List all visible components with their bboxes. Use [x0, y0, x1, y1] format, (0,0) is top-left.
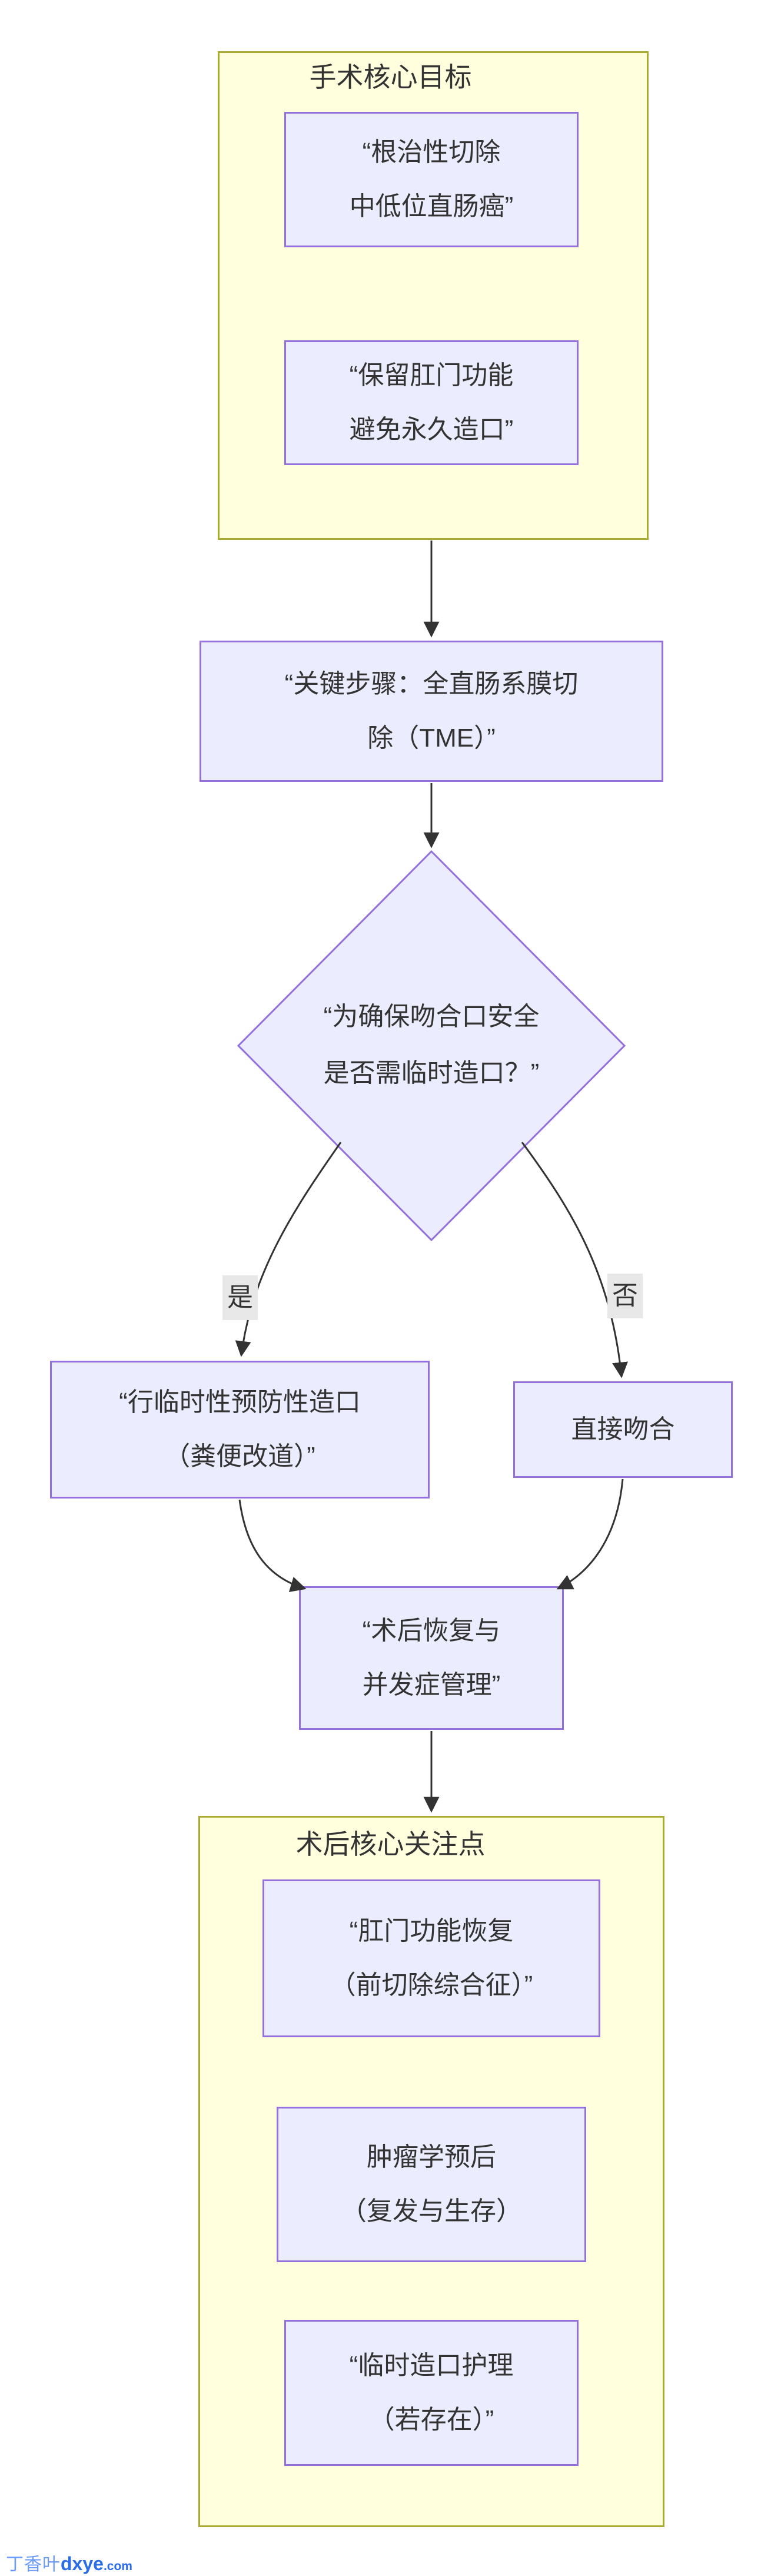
node-tme-step: “关键步骤：全直肠系膜切 除（TME）” [200, 641, 663, 782]
top-container-title: 手术核心目标 [309, 62, 472, 92]
node-oncology-prognosis: 肿瘤学预后 （复发与生存） [277, 2107, 586, 2262]
node-stoma-care-line2: （若存在）” [368, 2405, 494, 2434]
node-anal-function-recovery: “肛门功能恢复 （前切除综合征）” [262, 1879, 600, 2037]
node-tme-step-line2: 除（TME）” [367, 724, 496, 752]
edge-anastomosis-to-merge [556, 1478, 624, 1590]
watermark-tld: .com [103, 2560, 132, 2573]
edge-stoma-to-merge [238, 1499, 307, 1592]
node-anal-function-recovery-line2: （前切除综合征）” [330, 1971, 533, 2000]
node-postop-management-line1: “术后恢复与 [362, 1616, 501, 1645]
node-oncology-prognosis-line1: 肿瘤学预后 [367, 2143, 496, 2171]
edge-decision-no [521, 1142, 628, 1378]
node-anal-function-recovery-line1: “肛门功能恢复 [349, 1917, 514, 1945]
node-stoma-care: “临时造口护理 （若存在）” [284, 2320, 579, 2466]
node-preserve-anal-function-line2: 避免永久造口” [349, 415, 514, 444]
node-radical-resection-line1: “根治性切除 [362, 138, 501, 167]
edge-decision-yes [235, 1142, 342, 1357]
node-temporary-stoma-line2: （粪便改道）” [164, 1442, 315, 1471]
node-temporary-stoma: “行临时性预防性造口 （粪便改道）” [50, 1361, 430, 1498]
node-oncology-prognosis-line2: （复发与生存） [341, 2197, 522, 2226]
decision-node-line2: 是否需临时造口？” [323, 1059, 540, 1088]
node-preserve-anal-function-line1: “保留肛门功能 [349, 361, 514, 390]
node-direct-anastomosis-label: 直接吻合 [571, 1415, 675, 1444]
node-stoma-care-line1: “临时造口护理 [349, 2351, 514, 2380]
node-temporary-stoma-line1: “行临时性预防性造口 [119, 1388, 361, 1417]
decision-node-line1: “为确保吻合口安全 [323, 1002, 540, 1031]
node-radical-resection-line2: 中低位直肠癌” [349, 192, 514, 221]
watermark-site-name: dxye [61, 2553, 104, 2574]
edge-label-no: 否 [607, 1274, 643, 1318]
watermark-cjk-text: 丁香叶 [6, 2555, 61, 2574]
node-radical-resection: “根治性切除 中低位直肠癌” [284, 112, 579, 247]
node-direct-anastomosis: 直接吻合 [513, 1381, 733, 1478]
node-postop-management-line2: 并发症管理” [362, 1670, 501, 1699]
bottom-container-title: 术后核心关注点 [295, 1829, 486, 1859]
node-preserve-anal-function: “保留肛门功能 避免永久造口” [284, 340, 579, 465]
node-tme-step-line1: “关键步骤：全直肠系膜切 [284, 669, 579, 698]
decision-node-text: “为确保吻合口安全 是否需临时造口？” [284, 960, 579, 1130]
edge-label-yes: 是 [222, 1275, 258, 1320]
node-postop-management: “术后恢复与 并发症管理” [299, 1586, 564, 1730]
